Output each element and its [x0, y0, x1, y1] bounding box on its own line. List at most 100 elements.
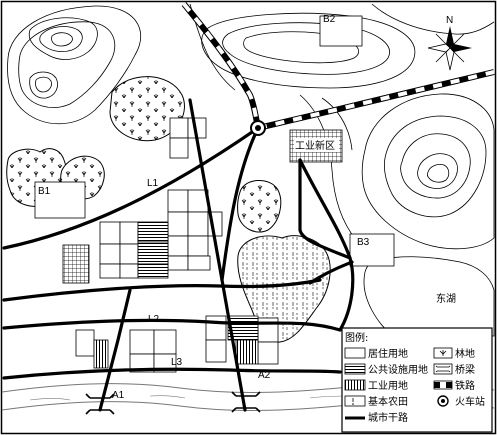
- legend-swatch-residential: [344, 347, 366, 359]
- contour-n-2: [222, 22, 390, 75]
- legend-farmland: 基本农田: [368, 395, 408, 408]
- public-facility-block: [137, 221, 169, 243]
- road-l2: [2, 318, 342, 332]
- road-industrial: [298, 158, 352, 260]
- industrial-block: [93, 339, 109, 369]
- residential-block: [167, 255, 189, 271]
- residential-block: [153, 329, 177, 355]
- legend-arterial: 城市干路: [368, 411, 408, 424]
- contour-nw-5: [51, 32, 73, 47]
- legend-station: 火车站: [455, 395, 485, 408]
- road-l3: [2, 367, 342, 380]
- legend-industrial: 工业用地: [368, 379, 408, 392]
- label-a1: A1: [112, 390, 125, 401]
- bridge-icon: [435, 365, 451, 373]
- contour-e-2: [384, 115, 487, 218]
- legend-title: 图例:: [345, 331, 368, 344]
- residential-block: [153, 353, 177, 373]
- legend-swatch-bridge: [433, 363, 453, 375]
- label-industrial-zone: 工业新区: [295, 139, 335, 152]
- label-a2: A2: [258, 370, 271, 381]
- residential-block: [257, 341, 279, 365]
- road-station-south: [220, 126, 260, 282]
- legend-swatch-public: [344, 363, 366, 375]
- contour-e-4: [417, 153, 458, 189]
- residential-block-b2: [319, 15, 363, 47]
- contour-nw-3: [28, 17, 98, 60]
- contour-n-outer: [201, 12, 416, 89]
- contour-nw-2: [18, 21, 116, 108]
- industrial-label-bg: [294, 138, 339, 152]
- contour-e-3: [400, 133, 471, 199]
- residential-block: [119, 221, 139, 245]
- residential-block: [129, 329, 155, 355]
- contour-lines: [7, 3, 495, 337]
- contour-nw-4: [39, 26, 83, 52]
- farmland-area: [237, 235, 331, 343]
- residential-block: [75, 329, 95, 357]
- residential-block: [119, 243, 139, 265]
- industrial-block: [235, 339, 259, 365]
- bridges: [85, 391, 261, 415]
- public-facility-blocks: [137, 221, 259, 341]
- residential-block: [205, 315, 227, 341]
- label-b2: B2: [323, 14, 336, 25]
- forest-area-center: [237, 180, 282, 233]
- residential-block: [187, 211, 209, 237]
- label-lake: 东湖: [436, 292, 456, 305]
- contour-e-outer: [361, 93, 495, 250]
- public-facility-block: [137, 241, 169, 265]
- legend-bridge: 桥梁: [455, 363, 475, 376]
- legend-swatch-industrial: [344, 379, 366, 391]
- residential-block: [169, 117, 189, 139]
- contour-nw-outer: [7, 5, 141, 125]
- forest-icon: [439, 350, 447, 356]
- contour-e-5: [426, 164, 450, 183]
- residential-block: [169, 137, 189, 159]
- contour-nw-7: [35, 76, 52, 93]
- label-b1: B1: [38, 186, 51, 197]
- lake-east: [363, 256, 495, 337]
- residential-block: [99, 221, 121, 245]
- residential-block-b1: [34, 181, 86, 219]
- road-l1: [2, 126, 260, 250]
- legend-swatch-farmland: [344, 395, 366, 407]
- railway: [181, 2, 495, 131]
- industrial-block: [62, 244, 90, 284]
- residential-block: [187, 235, 209, 257]
- residential-block: [167, 235, 189, 257]
- contour-n-3: [243, 31, 359, 64]
- legend-railway: 铁路: [455, 379, 475, 392]
- compass-rose: N: [427, 15, 472, 71]
- contour-e-ridge: [321, 97, 353, 151]
- road-east-link: [308, 260, 354, 285]
- contour-nw-6: [29, 71, 58, 99]
- residential-block: [167, 211, 189, 237]
- label-l3: L3: [171, 357, 183, 368]
- railway-icon: [434, 382, 440, 388]
- road-middle: [2, 278, 322, 302]
- legend-box: [341, 327, 493, 433]
- label-l1: L1: [147, 178, 159, 189]
- area-labels: B1 B2 B3 工业新区 东湖 L1 L2 L3 A1 A2: [38, 14, 456, 401]
- residential-block: [167, 189, 189, 213]
- residential-block: [187, 255, 211, 271]
- legend-public-facilities: 公共设施用地: [368, 363, 428, 376]
- label-b3: B3: [357, 237, 370, 248]
- compass-north-label: N: [446, 15, 453, 26]
- residential-block: [99, 243, 121, 265]
- residential-block: [99, 263, 121, 279]
- legend: 图例: 居住用地 林地 公共设施用地 桥梁 工业用地 铁路 基本农田 火车站 城…: [341, 327, 493, 433]
- contour-n-ridge: [371, 3, 495, 35]
- residential-block: [205, 339, 227, 363]
- bridge-a2: [231, 391, 261, 413]
- train-station: [250, 120, 266, 136]
- legend-residential: 居住用地: [368, 347, 408, 360]
- residential-block-b3: [349, 233, 395, 267]
- road-west: [98, 288, 132, 412]
- bridge-a1: [85, 393, 115, 415]
- road-east: [298, 158, 355, 332]
- legend-forest: 林地: [455, 347, 475, 360]
